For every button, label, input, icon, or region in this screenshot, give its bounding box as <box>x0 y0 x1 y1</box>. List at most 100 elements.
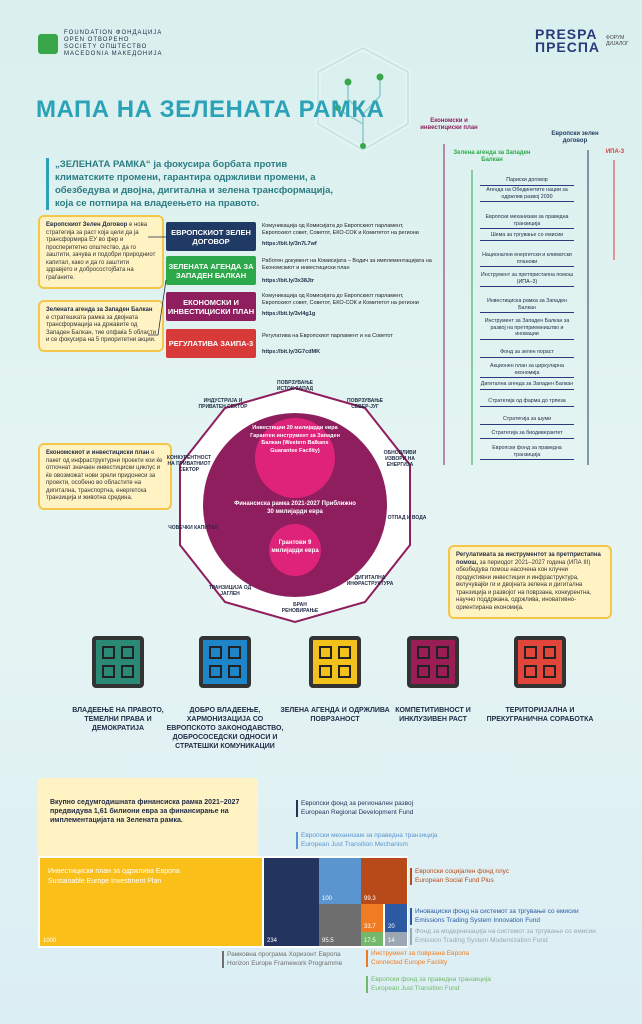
timeline-lines <box>443 144 615 465</box>
logo-line: OPEN ОТВОРЕНО <box>64 37 130 43</box>
fund-name-en: European Regional Development Fund <box>301 808 414 816</box>
timeline-item: Европски механизам за праведна транзициј… <box>480 214 574 229</box>
pillar-label: ТЕРИТОРИЈАЛНА И ПРЕКУГРАНИЧНА СОРАБОТКА <box>486 707 594 723</box>
sector-label: ДИГИТАЛНА ИНФРАСТРУКТУРА <box>346 575 394 587</box>
program-link[interactable]: https://bit.ly/3vl4g1g <box>262 311 316 317</box>
pillar-label: ЗЕЛЕНА АГЕНДА И ОДРЖЛИВА ПОВРЗАНОСТ <box>280 707 390 723</box>
treemap-cell-erdf: 234 <box>264 858 319 946</box>
timeline-item: Европски фонд за праведна транзиција <box>480 445 574 460</box>
treemap-value: 33.7 <box>364 924 376 930</box>
green-deal-note: Европскиот Зелен Договор е нова стратеги… <box>38 215 164 289</box>
logo-line: MACEDONIA МАКЕДОНИЈА <box>64 51 163 57</box>
program-link[interactable]: https://bit.ly/3G7cdMK <box>262 349 321 355</box>
timeline-item: Стратегија за шуми <box>480 416 574 425</box>
sector-label: ПОВРЗУВАЊЕ СЕВЕР-ЈУГ <box>346 398 384 410</box>
treemap-cell-jtm: 100 <box>319 858 361 904</box>
treemap-value: 99.3 <box>364 896 376 902</box>
fund-label: Европски механизам за праведна транзициј… <box>296 832 438 849</box>
timeline-item: Акционен план за циркуларна економија <box>480 363 574 378</box>
intro-text: „ЗЕЛЕНАТА РАМКА“ ја фокусира борбата про… <box>46 158 345 210</box>
foundation-logo-icon <box>38 34 58 54</box>
fund-label: Иновациски фонд на системот за тргување … <box>410 908 579 925</box>
page-title: МАПА НА ЗЕЛЕНАТА РАМКА <box>36 96 385 123</box>
program-label-bold: ИПА-3 <box>230 339 254 348</box>
timeline-item: Фонд за зелен пораст <box>480 349 574 358</box>
treemap-cell-cef: 33.7 <box>361 904 383 932</box>
program-ipa: РЕГУЛАТИВА ЗА ИПА-3 <box>166 329 256 358</box>
timeline-item: Стратегија од фарма до трпеза <box>480 398 574 407</box>
treemap-value: 100 <box>322 896 333 902</box>
budget-note-box <box>38 778 258 858</box>
treemap-cell-esf: 99.3 <box>361 858 407 904</box>
pillar-building-icon <box>309 636 361 688</box>
treemap-value: 1000 <box>43 938 57 944</box>
timeline-item: Инструмент за Западен Балкан за развој н… <box>480 318 574 340</box>
sector-label: ОБНОВЛИВИ ИЗВОРИ НА ЕНЕРГИЈА <box>383 450 417 468</box>
sector-label: БРАН РЕНОВИРАЊЕ <box>281 602 319 614</box>
pillar-building-icon <box>92 636 144 688</box>
treemap-title-mk: Инвестициски план за одржлива Европа <box>48 868 180 875</box>
treemap-value: 17.5 <box>364 938 376 944</box>
pillar-label: ДОБРО ВЛАДЕЕЊЕ, ХАРМОНИЗАЦИЈА СО ЕВРОПСК… <box>166 707 284 750</box>
fund-name-en: Horizon Europe Framework Programme <box>227 959 343 967</box>
treemap-cell-jtf: 17.5 <box>361 932 383 946</box>
green-agenda-note: Зелената агенда за Западен Балкан е стра… <box>38 300 164 352</box>
fund-name-en: European Social Fund Plus <box>415 876 494 884</box>
sector-label: ИНДУСТРИЈА И ПРИВАТЕН СЕКТОР <box>198 398 248 410</box>
budget-note: Вкупно седумгодишната финансиска рамка 2… <box>50 799 240 824</box>
fund-name-en: European Just Transition Fund <box>371 984 460 992</box>
note-heading: Европскиот Зелен Договор <box>46 222 128 228</box>
treemap-cell-modern: 14 <box>385 932 407 946</box>
treemap-cell-horizon: 95.5 <box>319 904 361 946</box>
circuit-hexagon-icon <box>315 44 411 154</box>
program-desc: Работен документ на Комисијата – Водич з… <box>262 258 432 271</box>
program-link[interactable]: https://bit.ly/3x38Jtr <box>262 278 314 284</box>
treemap-value: 95.5 <box>322 938 334 944</box>
note-heading: Економскиот и инвестициски план <box>46 450 150 456</box>
note-text: за периодот 2021–2027 година (ИПА III) о… <box>456 559 592 611</box>
pillar-building-icon <box>514 636 566 688</box>
grants-label: Грантови 9 милијарди евра <box>271 540 319 554</box>
sector-label: ОТПАД И ВОДА <box>387 515 427 521</box>
fund-label: Фонд за модернизација на системот за трг… <box>410 928 596 945</box>
timeline-item: Инструмент за претпристапна помош (ИПА–3… <box>480 272 574 287</box>
timeline-item: Агенда на Обединетите нации за одржлив р… <box>480 187 574 202</box>
framework-label: Финансиска рамка 2021-2027 Приближно 30 … <box>234 501 356 515</box>
fund-name-mk: Европски фонд за праведна транзиција <box>371 976 491 983</box>
fund-name-mk: Европски механизам за праведна транзициј… <box>301 832 438 839</box>
prespa-logo: PRESPA ПРЕСПА ФОРУМ ДИЈАЛОГ <box>535 26 642 54</box>
prespa-latin: PRESPA <box>535 26 598 42</box>
timeline-item: Дигитална агенда за Западен Балкан <box>480 381 574 390</box>
fund-name-mk: Европски социјален фонд плус <box>415 868 510 875</box>
investments-label: Инвестиции 20 милијарди евра Гарантен ин… <box>250 425 340 454</box>
eip-note: Економскиот и инвестициски план е пакет … <box>38 443 172 510</box>
timeline-item: Шема за тргување со емисии <box>480 232 574 241</box>
fund-name-mk: Европски фонд за регионален развој <box>301 800 414 807</box>
note-heading: Зелената агенда за Западен Балкан <box>46 307 153 313</box>
pillar-building-icon <box>199 636 251 688</box>
fund-name-en: Emissions Trading System Innovation Fund <box>415 916 541 924</box>
program-eip: ЕКОНОМСКИ И ИНВЕСТИЦИСКИ ПЛАН <box>166 292 256 321</box>
logo-line: FOUNDATION ФОНДАЦИЈА <box>64 30 163 36</box>
note-text: е стратешката рамка за двојната трансфор… <box>46 314 156 344</box>
program-label: РЕГУЛАТИВА ЗА <box>168 339 231 348</box>
treemap-cell-sustainable: 1000 Инвестициски план за одржлива Европа… <box>40 858 262 946</box>
sector-label: ЧОВЕЧКИ КАПИТАЛ <box>168 525 218 531</box>
treemap-title-en: Sustainable Europe Investment Plan <box>48 878 162 885</box>
ipa-note: Регулативата за инструментот за претприс… <box>448 545 612 619</box>
timeline-head-green-agenda: Зелена агенда за Западен Балкан <box>453 150 531 163</box>
fund-name-en: Emission Trading System Modernization Fu… <box>415 936 548 944</box>
timeline-head-eip: Економски и инвестициски план <box>420 118 478 131</box>
pillar-label: ВЛАДЕЕЊЕ НА ПРАВОТО, ТЕМЕЛНИ ПРАВА И ДЕМ… <box>72 707 164 732</box>
connector-lines <box>148 236 167 336</box>
treemap-value: 20 <box>388 924 395 930</box>
timeline-head-egd: Европски зелен договор <box>551 131 599 144</box>
fund-name-mk: Иновациски фонд на системот за тргување … <box>415 908 579 915</box>
program-link[interactable]: https://bit.ly/3n7L7wf <box>262 241 317 247</box>
timeline-head-ipa: ИПА-3 <box>605 149 625 155</box>
timeline-item: Национални енергетски и климатски планов… <box>480 252 574 267</box>
